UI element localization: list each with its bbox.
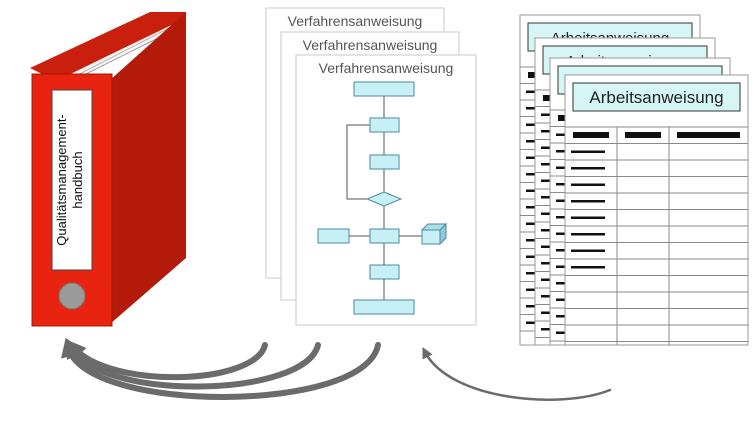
- arrow-procedure-1-to-manual: [66, 339, 268, 381]
- flowchart-step-2: [369, 154, 400, 170]
- work-instructions: ArbeitsanweisungArbeitsanweisungArbeitsa…: [519, 14, 749, 346]
- procedure-doc-front-title: Verfahrensanweisung: [319, 60, 454, 76]
- binder-finger-hole: [58, 282, 86, 310]
- procedure-doc-middle-title: Verfahrensanweisung: [303, 37, 438, 53]
- spine-label-line1: Qualitätsmanagement-: [54, 114, 69, 246]
- flowchart-step-4: [369, 264, 400, 280]
- flowchart-step-3: [369, 228, 400, 244]
- flowchart-end: [353, 299, 415, 315]
- sheet-title: Arbeitsanweisung: [589, 88, 723, 107]
- arrow-workinstruction-to-procedure: [422, 347, 612, 401]
- table-header-bar: [677, 132, 740, 138]
- flowchart: [317, 81, 448, 315]
- arrow-procedure-2-to-manual: [66, 338, 321, 390]
- table-header-bar: [625, 132, 661, 138]
- flowchart-step-1: [369, 117, 400, 133]
- sheet-title-box: [572, 82, 741, 112]
- table-header-bar: [573, 132, 609, 138]
- procedure-documents: Verfahrensanweisung Verfahrensanweisung …: [265, 7, 477, 326]
- arrow-procedure-3-to-manual: [61, 337, 381, 400]
- procedure-doc-back-title: Verfahrensanweisung: [288, 13, 423, 29]
- reference-arrows: [61, 337, 612, 401]
- procedure-doc-front: [295, 54, 477, 326]
- spine-label: [51, 89, 93, 271]
- work-instruction-sheet-4: Arbeitsanweisung: [564, 74, 749, 346]
- flowchart-start: [353, 81, 415, 97]
- flowchart-3d-box: [420, 222, 448, 246]
- quality-manual-binder: Qualitätsmanagement- handbuch: [30, 12, 186, 327]
- binder-side-cover: [110, 12, 186, 324]
- spine-label-line2: handbuch: [70, 151, 85, 208]
- flowchart-decision: [365, 191, 403, 207]
- binder-top-cover: [30, 12, 186, 76]
- flowchart-input: [317, 228, 350, 244]
